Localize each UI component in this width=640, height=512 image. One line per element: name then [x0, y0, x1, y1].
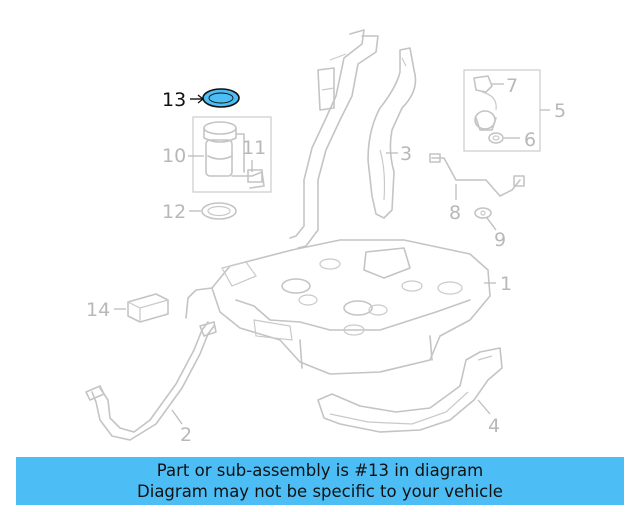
callout-8[interactable]: 8	[449, 202, 461, 224]
leader-9	[486, 217, 497, 231]
callout-2[interactable]: 2	[180, 424, 192, 446]
callout-3[interactable]: 3	[400, 143, 412, 165]
part-5-filler-cap-assembly[interactable]	[474, 110, 497, 131]
part-13-gasket[interactable]	[202, 88, 240, 108]
leader-2	[171, 409, 183, 425]
leader-13-arrow	[197, 94, 205, 104]
part-3-shield[interactable]	[367, 47, 417, 219]
banner-line-1: Part or sub-assembly is #13 in diagram	[156, 461, 484, 480]
callout-1[interactable]: 1	[500, 273, 512, 295]
callout-5[interactable]: 5	[554, 100, 566, 122]
filler-pipe	[289, 29, 379, 249]
callout-11[interactable]: 11	[242, 137, 266, 159]
callout-4[interactable]: 4	[488, 415, 500, 437]
callout-9[interactable]: 9	[494, 229, 506, 251]
part-10-fuel-pump-module[interactable]	[203, 121, 245, 177]
part-6-seal[interactable]	[488, 132, 504, 144]
box-10-11	[192, 116, 272, 193]
part-4-bracket[interactable]	[317, 347, 503, 433]
part-12-lock-ring[interactable]	[201, 202, 237, 220]
banner-line-2: Diagram may not be specific to your vehi…	[137, 482, 503, 501]
info-banner: Part or sub-assembly is #13 in diagram D…	[16, 457, 624, 505]
part-7-cap[interactable]	[473, 75, 497, 111]
callout-7[interactable]: 7	[506, 75, 518, 97]
part-1-fuel-tank[interactable]	[211, 239, 491, 375]
callout-6[interactable]: 6	[524, 129, 536, 151]
part-14-module[interactable]	[127, 293, 169, 323]
part-9-grommet[interactable]	[474, 207, 492, 219]
callout-14[interactable]: 14	[86, 299, 110, 321]
leader-4	[477, 399, 491, 415]
part-8-vent-line[interactable]	[429, 153, 525, 197]
callout-12[interactable]: 12	[162, 201, 186, 223]
part-2-strap[interactable]	[85, 287, 217, 441]
callout-13[interactable]: 13	[162, 89, 186, 111]
part-11-sender[interactable]	[231, 169, 265, 189]
callout-10[interactable]: 10	[162, 145, 186, 167]
